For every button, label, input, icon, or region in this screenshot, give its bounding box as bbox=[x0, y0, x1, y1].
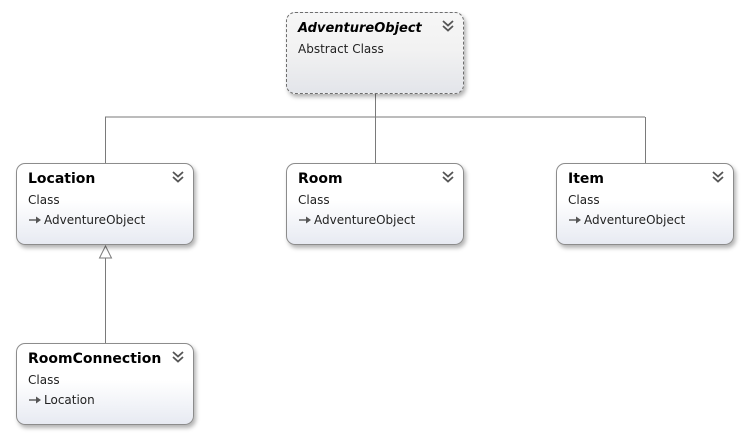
inheritance-arrow-icon bbox=[569, 216, 581, 224]
double-chevron-down-icon[interactable] bbox=[711, 170, 725, 184]
class-kind: Class bbox=[28, 373, 60, 387]
base-class-row: AdventureObject bbox=[298, 213, 415, 227]
class-kind: Class bbox=[28, 193, 60, 207]
double-chevron-down-icon[interactable] bbox=[441, 170, 455, 184]
base-class-row: AdventureObject bbox=[28, 213, 145, 227]
base-class-name: AdventureObject bbox=[584, 213, 686, 227]
base-class-row: AdventureObject bbox=[568, 213, 685, 227]
double-chevron-down-icon[interactable] bbox=[171, 350, 185, 364]
class-box-roomconnection[interactable]: RoomConnection Class Location bbox=[16, 343, 194, 425]
double-chevron-down-icon[interactable] bbox=[171, 170, 185, 184]
class-box-adventureobject[interactable]: AdventureObject Abstract Class bbox=[286, 12, 464, 94]
class-name: AdventureObject bbox=[298, 21, 422, 36]
inheritance-arrowhead-location bbox=[98, 244, 113, 259]
base-class-name: Location bbox=[44, 393, 95, 407]
class-name: Location bbox=[28, 171, 96, 187]
class-box-room[interactable]: Room Class AdventureObject bbox=[286, 163, 464, 245]
inheritance-arrow-icon bbox=[299, 216, 311, 224]
class-box-item[interactable]: Item Class AdventureObject bbox=[556, 163, 734, 245]
inheritance-arrow-icon bbox=[29, 216, 41, 224]
class-name: Item bbox=[568, 171, 604, 187]
double-chevron-down-icon[interactable] bbox=[441, 19, 455, 33]
base-class-row: Location bbox=[28, 393, 95, 407]
class-name: Room bbox=[298, 171, 343, 187]
inheritance-arrow-icon bbox=[29, 396, 41, 404]
class-name: RoomConnection bbox=[28, 351, 162, 367]
base-class-name: AdventureObject bbox=[44, 213, 146, 227]
class-kind: Class bbox=[568, 193, 600, 207]
class-kind: Abstract Class bbox=[298, 42, 384, 56]
class-kind: Class bbox=[298, 193, 330, 207]
class-box-location[interactable]: Location Class AdventureObject bbox=[16, 163, 194, 245]
base-class-name: AdventureObject bbox=[314, 213, 416, 227]
